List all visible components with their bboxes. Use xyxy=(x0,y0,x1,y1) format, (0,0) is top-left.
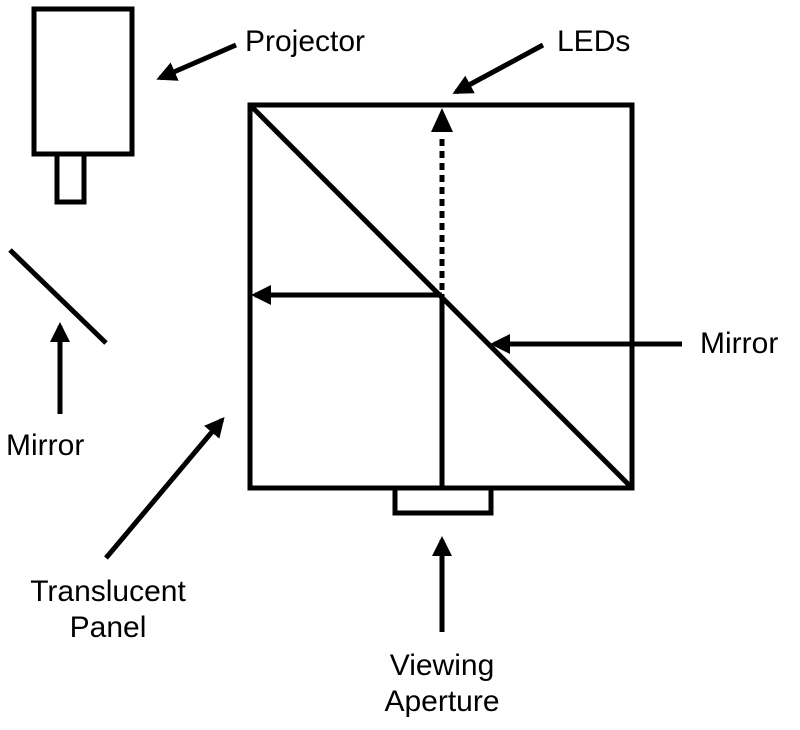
left-mirror-label: Mirror xyxy=(6,429,85,462)
leds-label: LEDs xyxy=(557,25,631,58)
right-mirror-label: Mirror xyxy=(700,327,779,360)
translucent-panel-pointer-arrow xyxy=(104,416,225,560)
dotted-path-arrowhead xyxy=(431,108,453,132)
viewing-aperture xyxy=(392,485,494,516)
translucent-panel-label-line2: Panel xyxy=(69,611,147,644)
viewing-aperture-label: Viewing Aperture xyxy=(362,648,522,720)
leds-pointer-arrow xyxy=(452,42,545,95)
projector-body xyxy=(31,6,135,157)
left-mirror xyxy=(8,248,108,345)
viewing-aperture-label-line2: Aperture xyxy=(384,685,500,718)
translucent-panel-label-line1: Translucent xyxy=(30,575,186,608)
projector-pointer-arrow xyxy=(156,42,237,81)
projector-label: Projector xyxy=(245,25,366,58)
projector-lens xyxy=(54,151,87,205)
translucent-panel-label: Translucent Panel xyxy=(10,574,206,646)
viewing-aperture-label-line1: Viewing xyxy=(389,649,495,682)
